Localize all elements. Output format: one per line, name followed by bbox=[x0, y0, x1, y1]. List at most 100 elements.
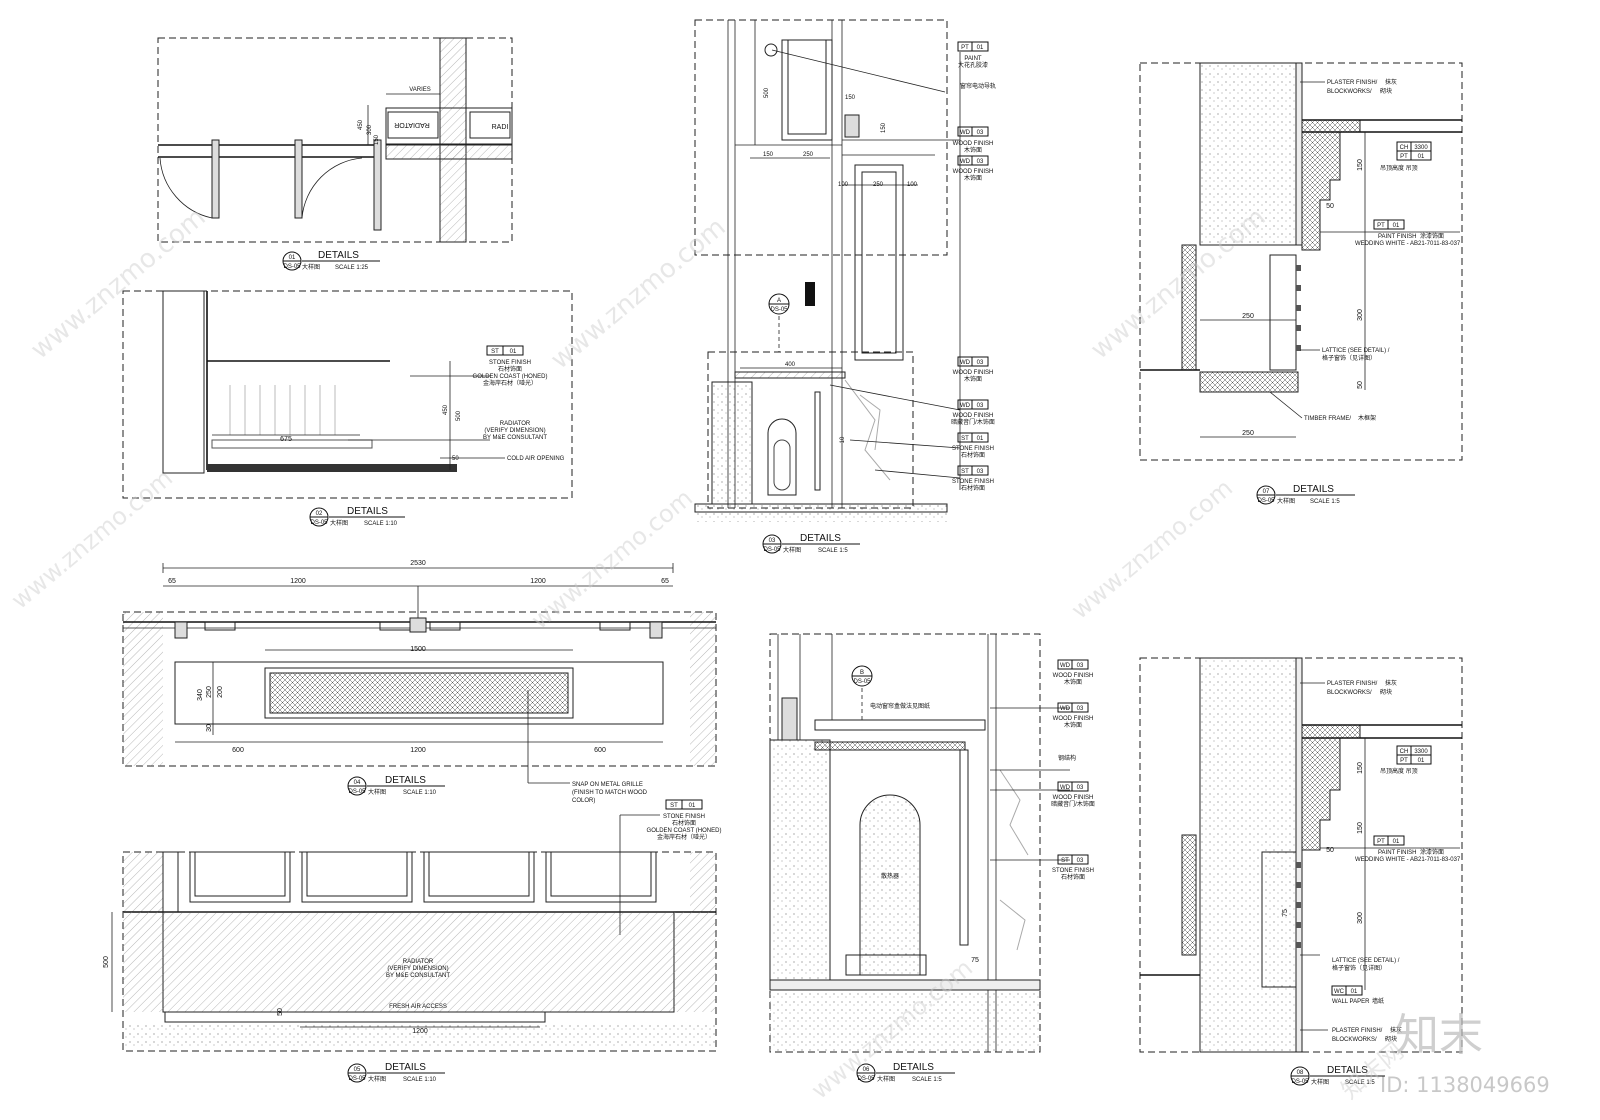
detail-02-sub: 大样图 bbox=[330, 519, 348, 527]
dim-150-d3b: 150 bbox=[881, 122, 887, 133]
detail-07-callouts: PLASTER FINISH/ 抹灰 BLOCKWORKS/ 砌块 CH 330… bbox=[1269, 78, 1461, 422]
wood-cn-d3b: 木饰面 bbox=[964, 174, 982, 182]
detail-03-section: A DS-05 500 150 150 150 250 100 250 100 … bbox=[694, 19, 948, 522]
detail-01-heading: DETAILS bbox=[318, 250, 359, 261]
verify-d5: (VERIFY DIMENSION) bbox=[387, 966, 448, 972]
detail-08-scale: SCALE 1:5 bbox=[1345, 1080, 1375, 1086]
dim-50-d7b: 50 bbox=[1357, 381, 1364, 389]
detail-04-sub: 大样图 bbox=[368, 788, 386, 796]
detail-03-number: 03 bbox=[769, 538, 776, 544]
wd-num-d6a: 03 bbox=[1077, 663, 1084, 669]
wedding-white-d7: WEDDING WHITE - AB21-7011-83-037 bbox=[1355, 241, 1461, 247]
lattice-cn-d7: 格子窗饰（见详图） bbox=[1322, 354, 1376, 362]
stone-d6: STONE FINISH bbox=[1052, 868, 1094, 874]
wd-num-d6b: 03 bbox=[1077, 706, 1084, 712]
wc-code-d8: WC bbox=[1334, 989, 1345, 995]
wood-cn-d3a: 木饰面 bbox=[964, 146, 982, 154]
stone-finish-cn: 石材饰面 bbox=[498, 365, 522, 373]
pt-code-d8a: PT bbox=[1400, 758, 1408, 764]
detail-06-heading: DETAILS bbox=[893, 1062, 934, 1073]
dim-150-d7: 150 bbox=[1357, 159, 1364, 171]
hidden-door-cn-d6: 暗藏音门/木饰面 bbox=[1051, 800, 1095, 808]
dim-1200-left: 1200 bbox=[290, 578, 306, 585]
stone-d3b: STONE FINISH bbox=[952, 479, 994, 485]
detail-01-scale: SCALE 1:25 bbox=[335, 265, 369, 271]
dim-50-d5: 50 bbox=[277, 1008, 284, 1016]
dim-100-d3b: 100 bbox=[907, 182, 918, 188]
dim-50-d8: 50 bbox=[1326, 847, 1334, 854]
fresh-air-d5: FRESH AIR ACCESS bbox=[389, 1004, 447, 1010]
detail-06-number: 06 bbox=[863, 1067, 870, 1073]
detail-08-ref: DS-05 bbox=[1291, 1079, 1309, 1085]
detail-07-sub: 大样图 bbox=[1277, 497, 1295, 505]
dim-250-d3a: 250 bbox=[803, 152, 814, 158]
dim-1200-right: 1200 bbox=[530, 578, 546, 585]
detail-05-number: 05 bbox=[354, 1067, 361, 1073]
section-tag-a-ref: DS-05 bbox=[770, 307, 788, 313]
block-cn-d7: 砌块 bbox=[1380, 87, 1392, 95]
stone-cn-d5: 石材饰面 bbox=[672, 819, 696, 827]
motor-track-cn: 窗帘电动导轨 bbox=[960, 82, 996, 90]
dim-250-d7b: 250 bbox=[1242, 430, 1254, 437]
detail-06-callouts: WD 03 WOOD FINISH 木饰面 WD 03 WOOD FINISH … bbox=[990, 659, 1095, 881]
watermark-site-4: www.znzmo.com bbox=[6, 464, 178, 615]
detail-04-plan: 2530 65 1200 1200 65 1500 600 1200 600 3… bbox=[122, 560, 717, 784]
detail-06-scale: SCALE 1:5 bbox=[912, 1077, 942, 1083]
st-num: 01 bbox=[510, 349, 517, 355]
detail-01-number: 01 bbox=[289, 255, 296, 261]
dim-300-d8: 300 bbox=[1357, 912, 1364, 924]
wd-num-d3a: 03 bbox=[977, 130, 984, 136]
wood-d3b: WOOD FINISH bbox=[953, 169, 994, 175]
detail-05-elevation: RADIATOR (VERIFY DIMENSION) BY M&E CONSU… bbox=[103, 851, 717, 1052]
paint-d7: PAINT FINISH bbox=[1378, 234, 1416, 240]
detail-04-title: 04 DS-05 DETAILS 大样图 SCALE 1:10 bbox=[347, 775, 445, 796]
dim-500-d5: 500 bbox=[103, 956, 110, 968]
detail-02-frame bbox=[122, 290, 573, 499]
st-code-d6: ST bbox=[1061, 858, 1069, 864]
pt-num-d7b: 01 bbox=[1393, 223, 1400, 229]
wood-d6c: WOOD FINISH bbox=[1053, 795, 1094, 801]
plaster2-cn-d8: 抹灰 bbox=[1390, 1026, 1402, 1034]
dim-10-d3: 10 bbox=[840, 436, 846, 443]
detail-06-sub: 大样图 bbox=[877, 1075, 895, 1083]
wood-cn-d6a: 木饰面 bbox=[1064, 678, 1082, 686]
detail-02-scale: SCALE 1:10 bbox=[364, 521, 398, 527]
paint-d8: PAINT FINISH bbox=[1378, 850, 1416, 856]
stone-cn-d3b: 石材饰面 bbox=[961, 484, 985, 492]
section-tag-b: B bbox=[860, 670, 864, 676]
wallpaper-d8: WALL PAPER bbox=[1332, 999, 1370, 1005]
plaster2-d8: PLASTER FINISH/ bbox=[1332, 1028, 1383, 1034]
dim-150-d8b: 150 bbox=[1357, 822, 1364, 834]
dim-400-d3: 400 bbox=[785, 362, 796, 368]
pt-code-d7a: PT bbox=[1400, 154, 1408, 160]
ch-code-d7: CH bbox=[1400, 145, 1409, 151]
paint-cn-d8: 涂漆饰面 bbox=[1420, 848, 1444, 856]
st-num-d3a: 01 bbox=[977, 436, 984, 442]
detail-07-heading: DETAILS bbox=[1293, 484, 1334, 495]
radiator-d5: RADIATOR bbox=[403, 959, 434, 965]
dim-65-right: 65 bbox=[661, 578, 669, 585]
dim-1200-bottom: 1200 bbox=[410, 747, 426, 754]
block-cn-d8: 砌块 bbox=[1380, 688, 1392, 696]
dim-50-d2: 50 bbox=[452, 456, 459, 462]
st-num-d6: 03 bbox=[1077, 858, 1084, 864]
wd-code-d6c: WD bbox=[1060, 785, 1071, 791]
detail-05-heading: DETAILS bbox=[385, 1062, 426, 1073]
dim-75-d6: 75 bbox=[971, 957, 979, 964]
dim-65-left: 65 bbox=[168, 578, 176, 585]
lattice-d7: LATTICE (SEE DETAIL) / bbox=[1322, 348, 1390, 354]
wc-num-d8: 01 bbox=[1351, 989, 1358, 995]
golden-coast-cn-d5: 金海岸石材（哑光） bbox=[657, 833, 711, 841]
detail-02-title: 02 DS-05 DETAILS 大样图 SCALE 1:10 bbox=[309, 506, 405, 527]
pt-num-d3: 01 bbox=[977, 45, 984, 51]
detail-04-scale: SCALE 1:10 bbox=[403, 790, 437, 796]
dim-150-d8a: 150 bbox=[1357, 762, 1364, 774]
ceiling-height-d8: 吊顶高度 吊顶 bbox=[1380, 767, 1418, 775]
wd-code-d3a: WD bbox=[960, 130, 971, 136]
detail-07-scale: SCALE 1:5 bbox=[1310, 499, 1340, 505]
dim-150-d3c: 150 bbox=[763, 152, 774, 158]
watermark-logo: 知末 bbox=[1395, 1010, 1483, 1061]
dim-450: 450 bbox=[358, 119, 364, 130]
pt-code-d3: PT bbox=[961, 45, 969, 51]
watermark-id: ID: 1138049669 bbox=[1380, 1073, 1550, 1097]
